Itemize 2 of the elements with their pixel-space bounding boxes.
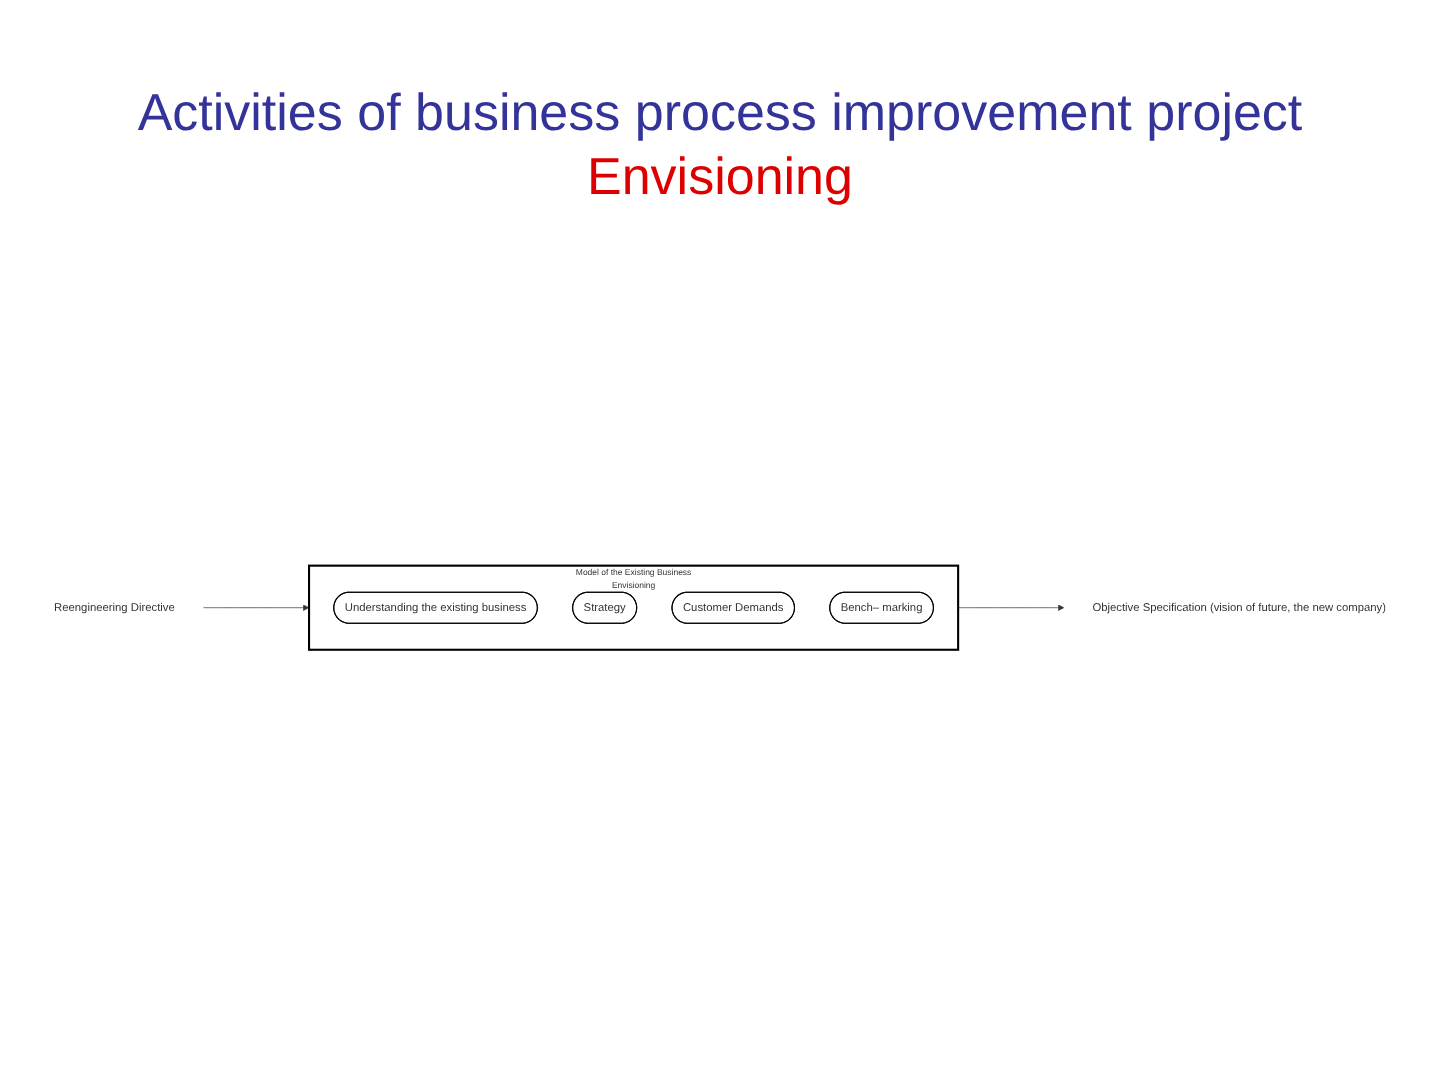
title: Activities of business process improvement project [135, 80, 1305, 144]
subtitle: Envisioning [585, 144, 855, 208]
